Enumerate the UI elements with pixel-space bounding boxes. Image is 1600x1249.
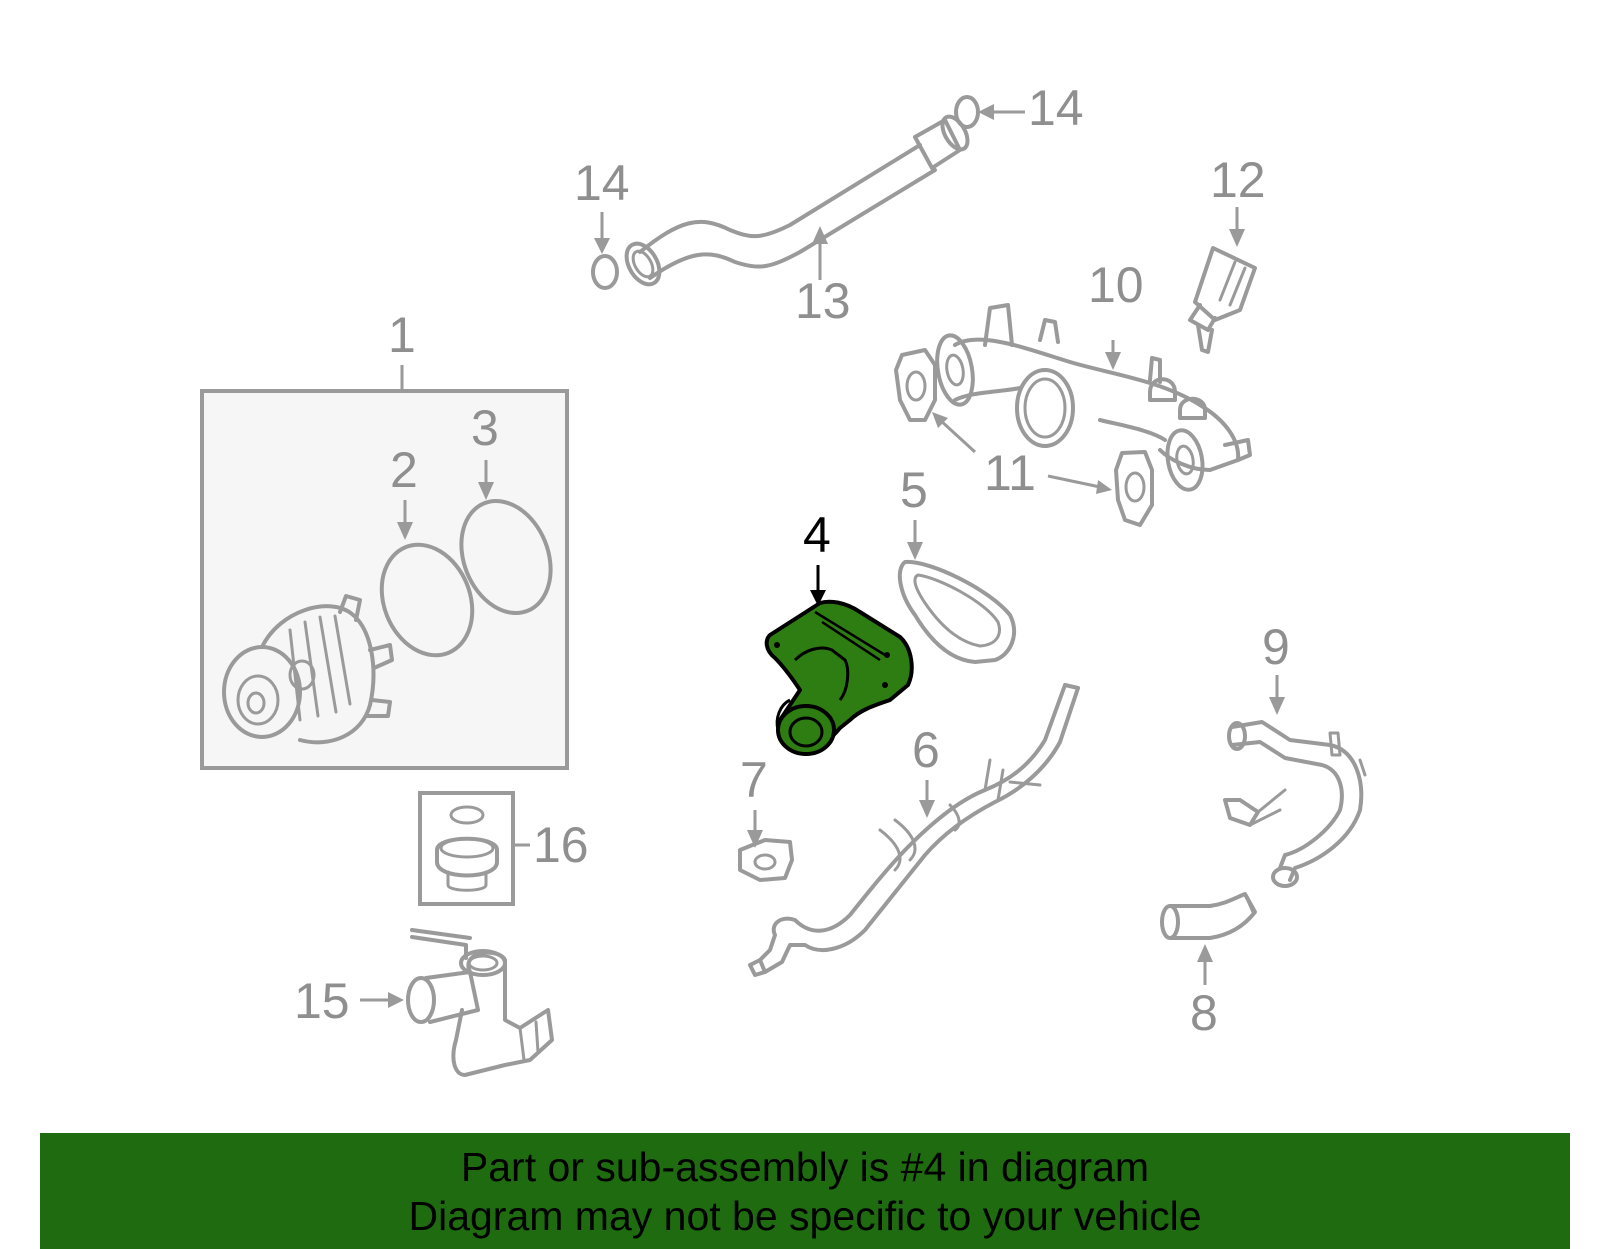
part-5-gasket[interactable] [897,559,1016,664]
callout-labels: 1 2 3 4 5 6 7 8 9 10 11 12 13 14 14 15 1… [294,80,1290,1041]
callout-2[interactable]: 2 [390,442,418,498]
part-10-coolant-manifold[interactable] [932,303,1252,492]
callout-10[interactable]: 10 [1088,257,1144,313]
part-7-gasket-hole [753,853,777,871]
callout-12[interactable]: 12 [1210,152,1266,208]
part-7-gasket[interactable] [738,838,794,882]
part-6-coolant-pipe[interactable] [748,683,1080,977]
callout-11[interactable]: 11 [984,445,1036,501]
part-14-o-ring-left[interactable] [591,254,619,290]
callout-1[interactable]: 1 [388,307,416,363]
caption-bar: Part or sub-assembly is #4 in diagram Di… [40,1133,1570,1249]
callout-13[interactable]: 13 [795,273,851,329]
callout-14-right[interactable]: 14 [1028,80,1084,136]
part-15-housing[interactable] [406,928,554,1077]
part-11-gasket-left-hole [905,370,927,402]
part-14-o-ring-right[interactable] [954,95,980,129]
caption-line-1: Part or sub-assembly is #4 in diagram [460,1144,1150,1190]
part-9-coolant-pipe[interactable] [1223,720,1367,888]
callout-14-left[interactable]: 14 [574,155,630,211]
water-pump-illustration [222,594,394,745]
caption-line-2: Diagram may not be specific to your vehi… [408,1193,1202,1239]
part-5-gasket-inner [913,573,1001,648]
part-13-coolant-pipe[interactable] [620,112,973,290]
part-4-thermostat-housing-highlighted[interactable] [764,599,914,756]
callout-8[interactable]: 8 [1190,985,1218,1041]
part-16-cap-kit[interactable] [418,791,515,906]
callout-3[interactable]: 3 [471,400,499,456]
callout-5[interactable]: 5 [900,462,928,518]
part-2-gasket[interactable] [366,531,488,669]
callout-9[interactable]: 9 [1262,619,1290,675]
callout-4[interactable]: 4 [803,507,831,563]
leader-lines [360,104,1285,1008]
part-3-gasket[interactable] [445,487,566,626]
part-11-gasket-right[interactable] [1114,450,1154,527]
part-1-water-pump-kit[interactable] [200,389,569,770]
callout-7[interactable]: 7 [740,752,768,808]
part-11-gasket-left[interactable] [894,348,937,422]
part-12-sensor[interactable] [1188,246,1257,354]
callout-16[interactable]: 16 [533,817,589,873]
part-11-gasket-right-hole [1124,471,1146,503]
callout-6[interactable]: 6 [912,722,940,778]
callout-15[interactable]: 15 [294,973,350,1029]
part-8-hose[interactable] [1160,892,1257,940]
